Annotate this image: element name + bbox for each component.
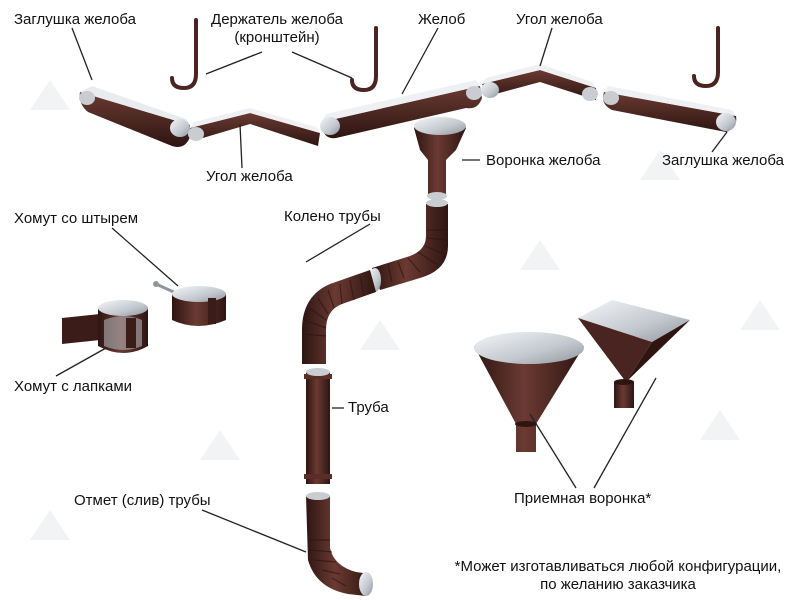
elbow-upper-part	[369, 199, 448, 292]
funnel-part	[414, 117, 466, 200]
gutter-brackets	[170, 18, 720, 93]
watermark-layer	[30, 80, 780, 540]
footnote-line2: по желанию заказчика	[540, 576, 696, 593]
label-end-cap-left: Заглушка желоба	[14, 11, 136, 28]
label-elbow: Колено трубы	[284, 208, 381, 225]
label-clamp-tabs: Хомут с лапками	[14, 378, 133, 395]
receiver-funnel-round-part	[474, 332, 584, 452]
gutter-corner-top	[481, 64, 598, 101]
label-clamp-pin: Хомут со штырем	[14, 210, 139, 227]
logo-tree-icon	[30, 80, 70, 110]
label-funnel: Воронка желоба	[486, 152, 601, 169]
logo-tree-icon	[200, 430, 240, 460]
gutter-middle	[320, 80, 482, 139]
footnote-line1: *Может изготавливаться любой конфигураци…	[454, 558, 782, 575]
logo-tree-icon	[520, 240, 560, 270]
label-corner-bottom: Угол желоба	[206, 168, 293, 185]
logo-tree-icon	[700, 410, 740, 440]
label-bracket: Держатель желоба (кронштейн)	[200, 11, 354, 47]
logo-tree-icon	[30, 510, 70, 540]
label-receiver-funnel: Приемная воронка*	[514, 490, 652, 507]
footnote: *Может изготавливаться любой конфигураци…	[440, 558, 796, 594]
gutter-run	[79, 64, 737, 147]
label-bracket-line2: (кронштейн)	[234, 29, 320, 46]
label-corner-top: Угол желоба	[516, 11, 603, 28]
end-cap-left-part	[79, 86, 190, 147]
receiver-funnel-square-part	[578, 300, 690, 408]
logo-tree-icon	[740, 300, 780, 330]
clamp-with-pin-part	[153, 281, 226, 326]
elbow-lower-part	[301, 270, 376, 364]
label-outlet: Отмет (слив) трубы	[74, 492, 211, 509]
outlet-part	[306, 492, 373, 596]
end-cap-right-part	[603, 86, 737, 132]
logo-tree-icon	[360, 320, 400, 350]
gutter-corner-bottom	[188, 108, 320, 146]
label-gutter: Желоб	[418, 11, 466, 28]
label-end-cap-right: Заглушка желоба	[662, 152, 784, 169]
leader-lines	[55, 27, 728, 553]
logo-tree-icon	[640, 150, 680, 180]
label-pipe: Труба	[348, 399, 389, 416]
pipe-part	[304, 368, 332, 484]
clamp-with-tabs-part	[62, 300, 148, 353]
label-bracket-line1: Держатель желоба	[211, 11, 343, 28]
